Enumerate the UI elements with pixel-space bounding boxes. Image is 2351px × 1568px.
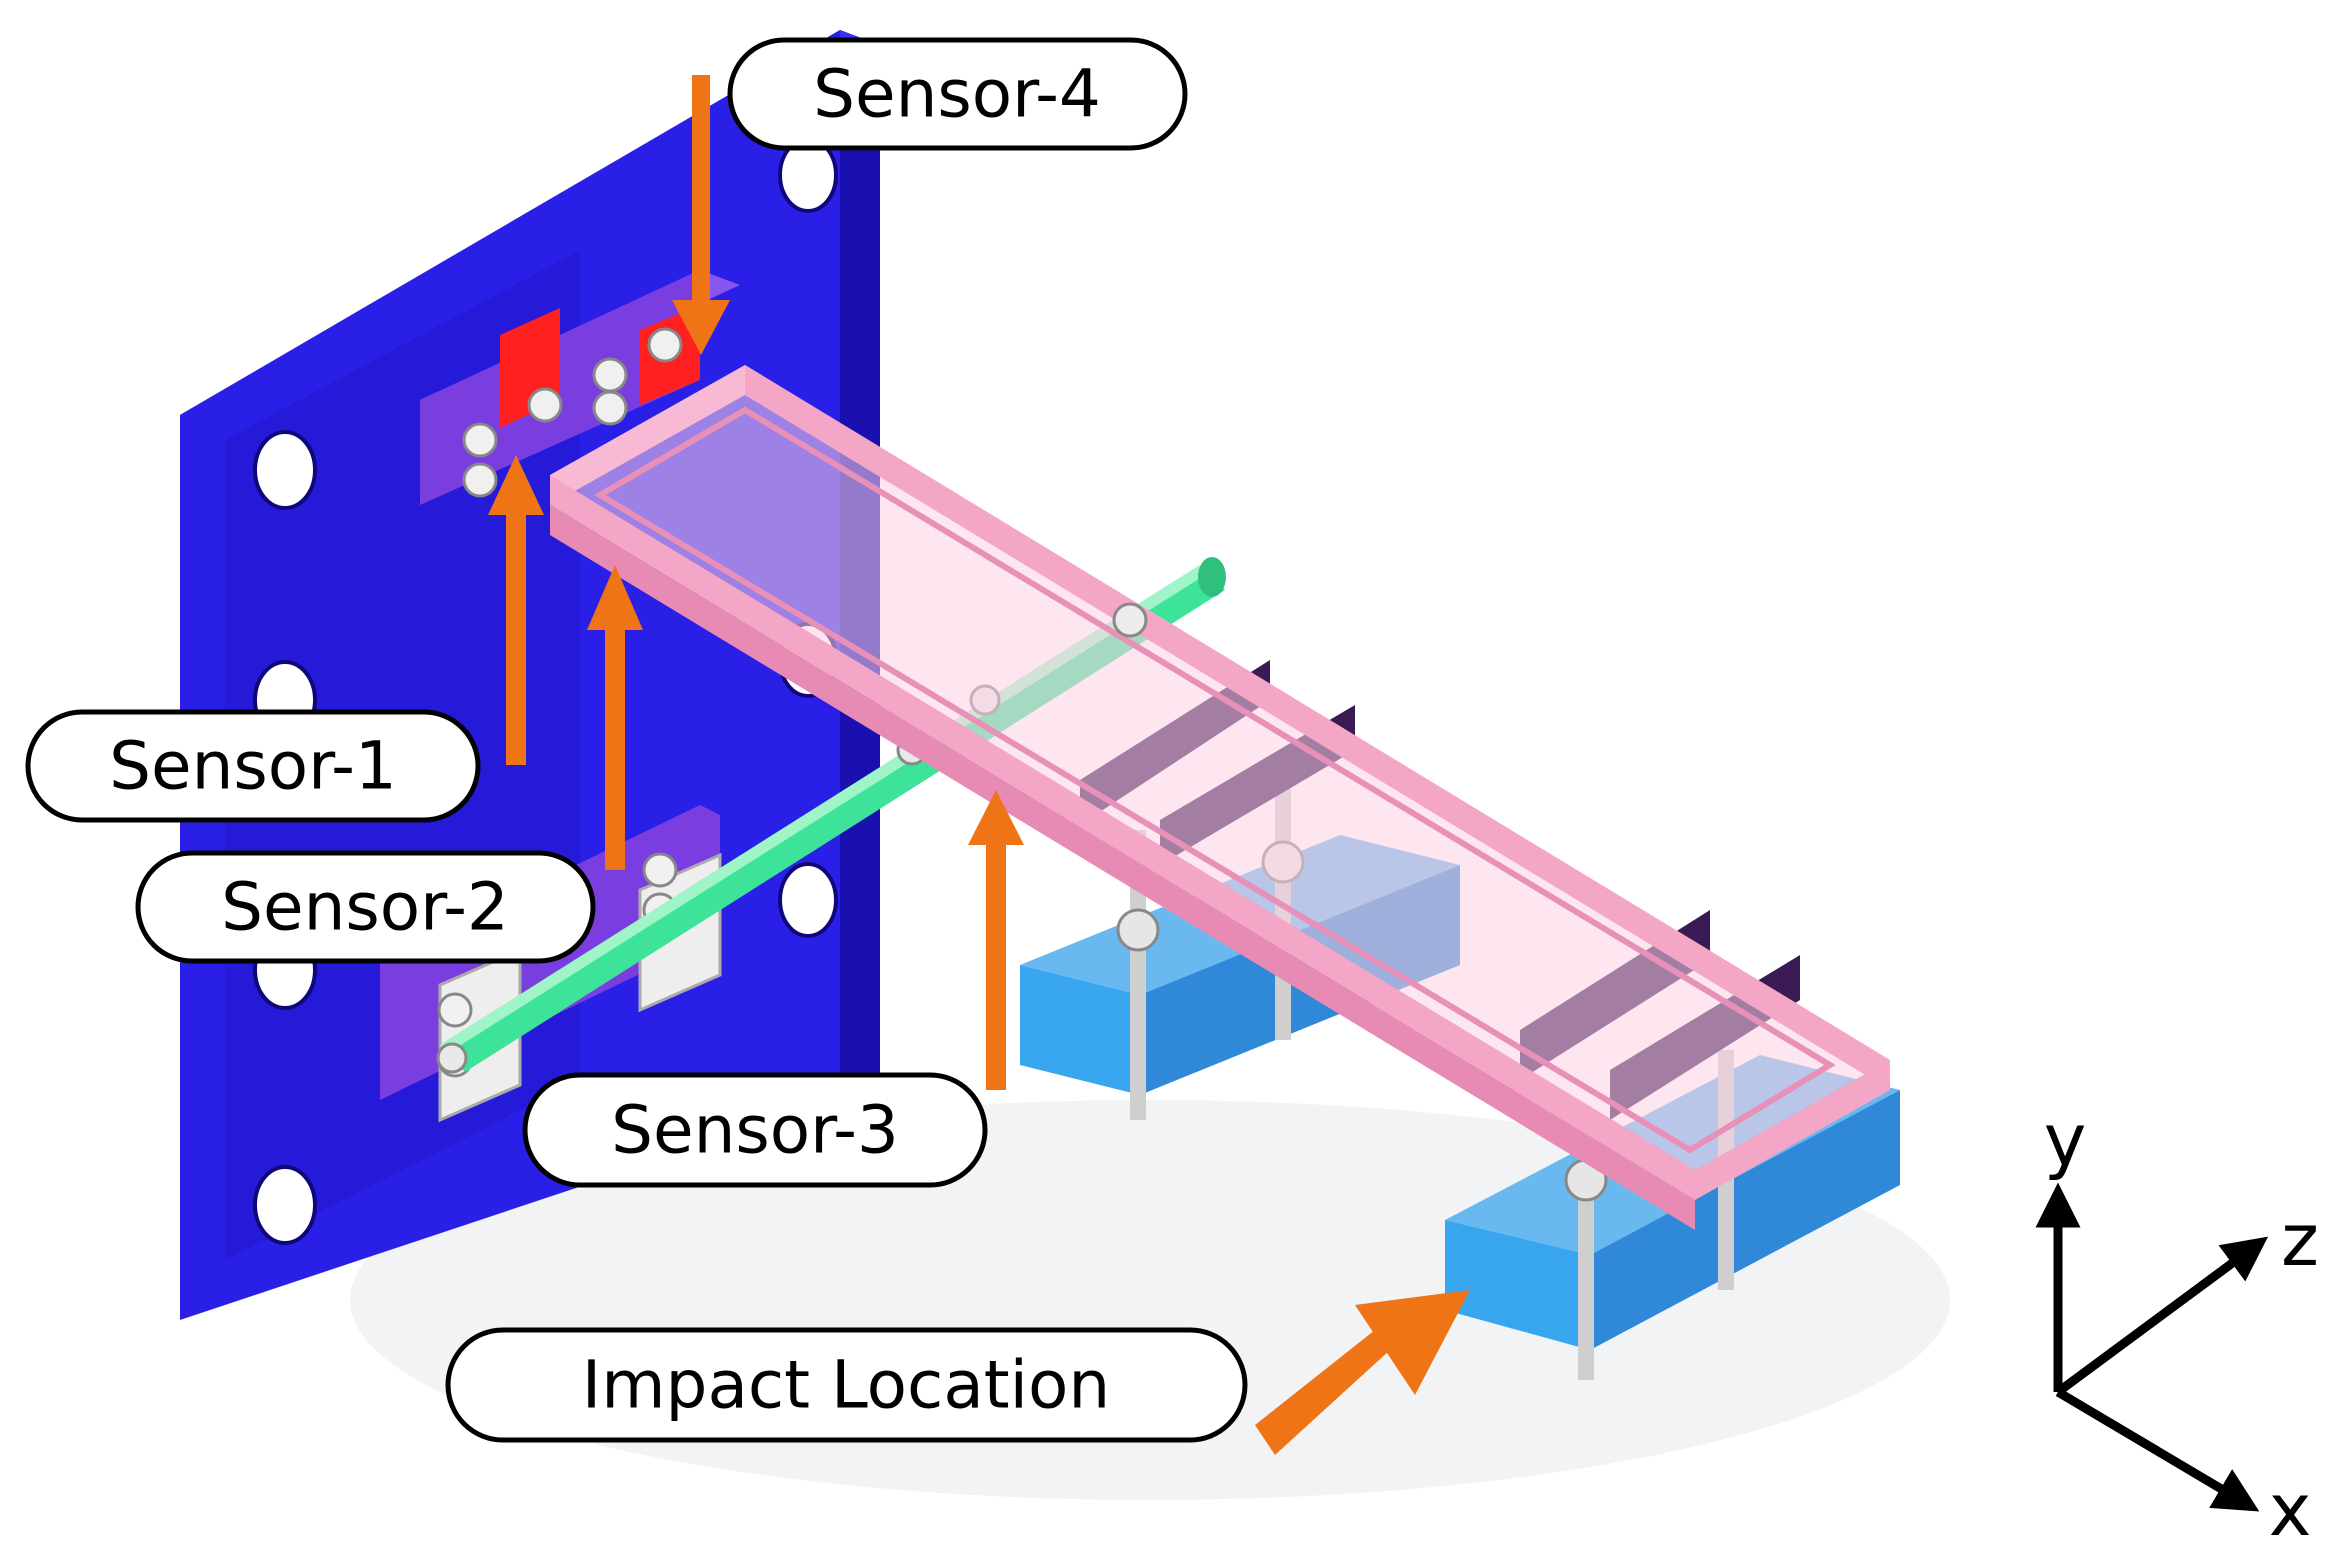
sensor-3-arrow xyxy=(968,790,1024,1090)
label-sensor-3: Sensor-3 xyxy=(522,1072,988,1188)
label-sensor-1: Sensor-1 xyxy=(25,709,481,823)
label-sensor-4: Sensor-4 xyxy=(727,37,1188,151)
svg-text:Sensor-1: Sensor-1 xyxy=(109,728,397,805)
impact-arrow xyxy=(1255,1290,1470,1455)
x-axis-label: x xyxy=(2269,1468,2312,1552)
arrows xyxy=(488,75,1470,1455)
z-axis-arrow xyxy=(2055,1236,2269,1396)
pink-frame xyxy=(550,365,1890,1230)
label-sensor-2: Sensor-2 xyxy=(135,850,596,964)
sensor-1-arrow xyxy=(488,455,544,765)
svg-text:Sensor-2: Sensor-2 xyxy=(221,869,509,946)
z-axis-label: z xyxy=(2281,1198,2319,1282)
upper-sensor-mount xyxy=(420,270,740,505)
coordinate-axes xyxy=(2035,1182,2269,1512)
svg-text:Impact Location: Impact Location xyxy=(582,1347,1110,1424)
y-axis-label: y xyxy=(2044,1098,2087,1182)
label-impact-location: Impact Location xyxy=(445,1327,1248,1443)
svg-text:Sensor-4: Sensor-4 xyxy=(813,56,1101,133)
sensor-4-arrow xyxy=(672,75,730,355)
svg-text:Sensor-3: Sensor-3 xyxy=(611,1092,899,1169)
sensor-2-arrow xyxy=(587,565,643,870)
x-axis-arrow xyxy=(2055,1388,2260,1512)
